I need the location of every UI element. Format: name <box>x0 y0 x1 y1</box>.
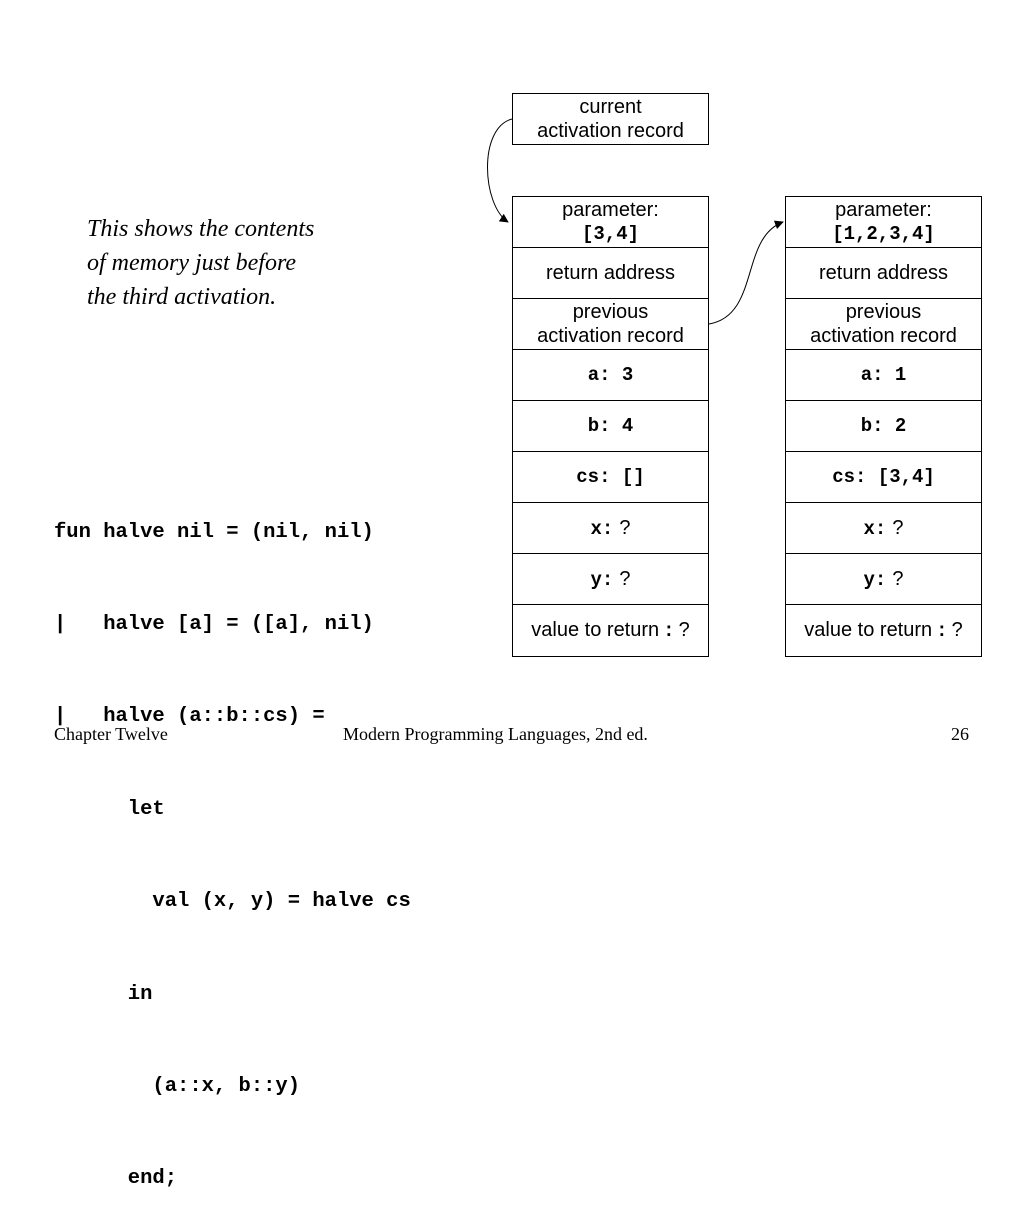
activation-record-2: parameter: [1,2,3,4] return address prev… <box>785 196 982 657</box>
variable-y-value: ? <box>619 567 631 590</box>
variable-a: a: 3 <box>587 364 634 386</box>
value-to-return-colon: : <box>663 620 675 642</box>
code-line: let <box>54 797 165 821</box>
variable-cs-cell: cs: [] <box>512 451 709 503</box>
code-line: | halve [a] = ([a], nil) <box>54 612 374 636</box>
parameter-cell: parameter: [3,4] <box>512 196 709 248</box>
footer-book-title: Modern Programming Languages, 2nd ed. <box>343 724 648 744</box>
current-activation-record-box: current activation record <box>512 93 709 145</box>
variable-a-cell: a: 3 <box>512 349 709 401</box>
value-to-return-cell: value to return : ? <box>785 604 982 657</box>
variable-x-label: x: <box>590 517 614 540</box>
value-to-return-colon: : <box>936 620 948 642</box>
variable-y-label: y: <box>863 568 887 591</box>
parameter-label: parameter: <box>562 199 659 221</box>
variable-y-cell: y: ? <box>785 553 982 605</box>
variable-y-label: y: <box>590 568 614 591</box>
code-line: fun halve nil = (nil, nil) <box>54 520 374 544</box>
value-to-return-label: value to return <box>531 619 660 641</box>
code-line: val (x, y) = halve cs <box>54 890 411 914</box>
return-address-cell: return address <box>785 247 982 299</box>
footer-chapter: Chapter Twelve <box>54 724 168 744</box>
variable-b-cell: b: 2 <box>785 400 982 452</box>
return-address-label: return address <box>819 262 948 284</box>
previous-line1: previous <box>572 301 649 323</box>
variable-x-value: ? <box>619 516 631 539</box>
variable-b-cell: b: 4 <box>512 400 709 452</box>
previous-activation-record-cell: previous activation record <box>512 298 709 350</box>
current-box-line2: activation record <box>537 120 684 142</box>
code-line: | halve (a::b::cs) = <box>54 705 325 729</box>
parameter-cell: parameter: [1,2,3,4] <box>785 196 982 248</box>
previous-record-pointer-arrow <box>708 220 784 325</box>
previous-line2: activation record <box>537 325 684 347</box>
variable-x-label: x: <box>863 517 887 540</box>
variable-cs-cell: cs: [3,4] <box>785 451 982 503</box>
variable-b: b: 2 <box>860 415 907 437</box>
code-line: (a::x, b::y) <box>54 1074 301 1098</box>
previous-line1: previous <box>845 301 922 323</box>
caption-line: This shows the contents <box>87 216 315 242</box>
variable-y-cell: y: ? <box>512 553 709 605</box>
previous-line2: activation record <box>810 325 957 347</box>
variable-a-cell: a: 1 <box>785 349 982 401</box>
caption: This shows the contents of memory just b… <box>87 212 387 314</box>
caption-line: the third activation. <box>87 284 277 310</box>
variable-cs: cs: [3,4] <box>832 466 935 488</box>
footer-page-number: 26 <box>951 724 969 744</box>
value-to-return-value: ? <box>951 619 963 641</box>
pointer-arrows <box>487 118 784 325</box>
return-address-cell: return address <box>512 247 709 299</box>
variable-a: a: 1 <box>860 364 907 386</box>
code-line: end; <box>54 1167 178 1191</box>
caption-line: of memory just before <box>87 250 297 276</box>
code-line: in <box>54 982 153 1006</box>
variable-cs: cs: [] <box>576 466 645 488</box>
current-box-line1: current <box>579 96 642 118</box>
activation-record-1: parameter: [3,4] return address previous… <box>512 196 709 657</box>
current-pointer-arrow <box>487 118 513 223</box>
return-address-label: return address <box>546 262 675 284</box>
variable-y-value: ? <box>892 567 904 590</box>
parameter-label: parameter: <box>835 199 932 221</box>
variable-b: b: 4 <box>587 415 634 437</box>
parameter-value: [1,2,3,4] <box>832 223 935 245</box>
variable-x-cell: x: ? <box>785 502 982 554</box>
variable-x-cell: x: ? <box>512 502 709 554</box>
variable-x-value: ? <box>892 516 904 539</box>
value-to-return-value: ? <box>678 619 690 641</box>
value-to-return-label: value to return <box>804 619 933 641</box>
value-to-return-cell: value to return : ? <box>512 604 709 657</box>
parameter-value: [3,4] <box>581 223 639 245</box>
